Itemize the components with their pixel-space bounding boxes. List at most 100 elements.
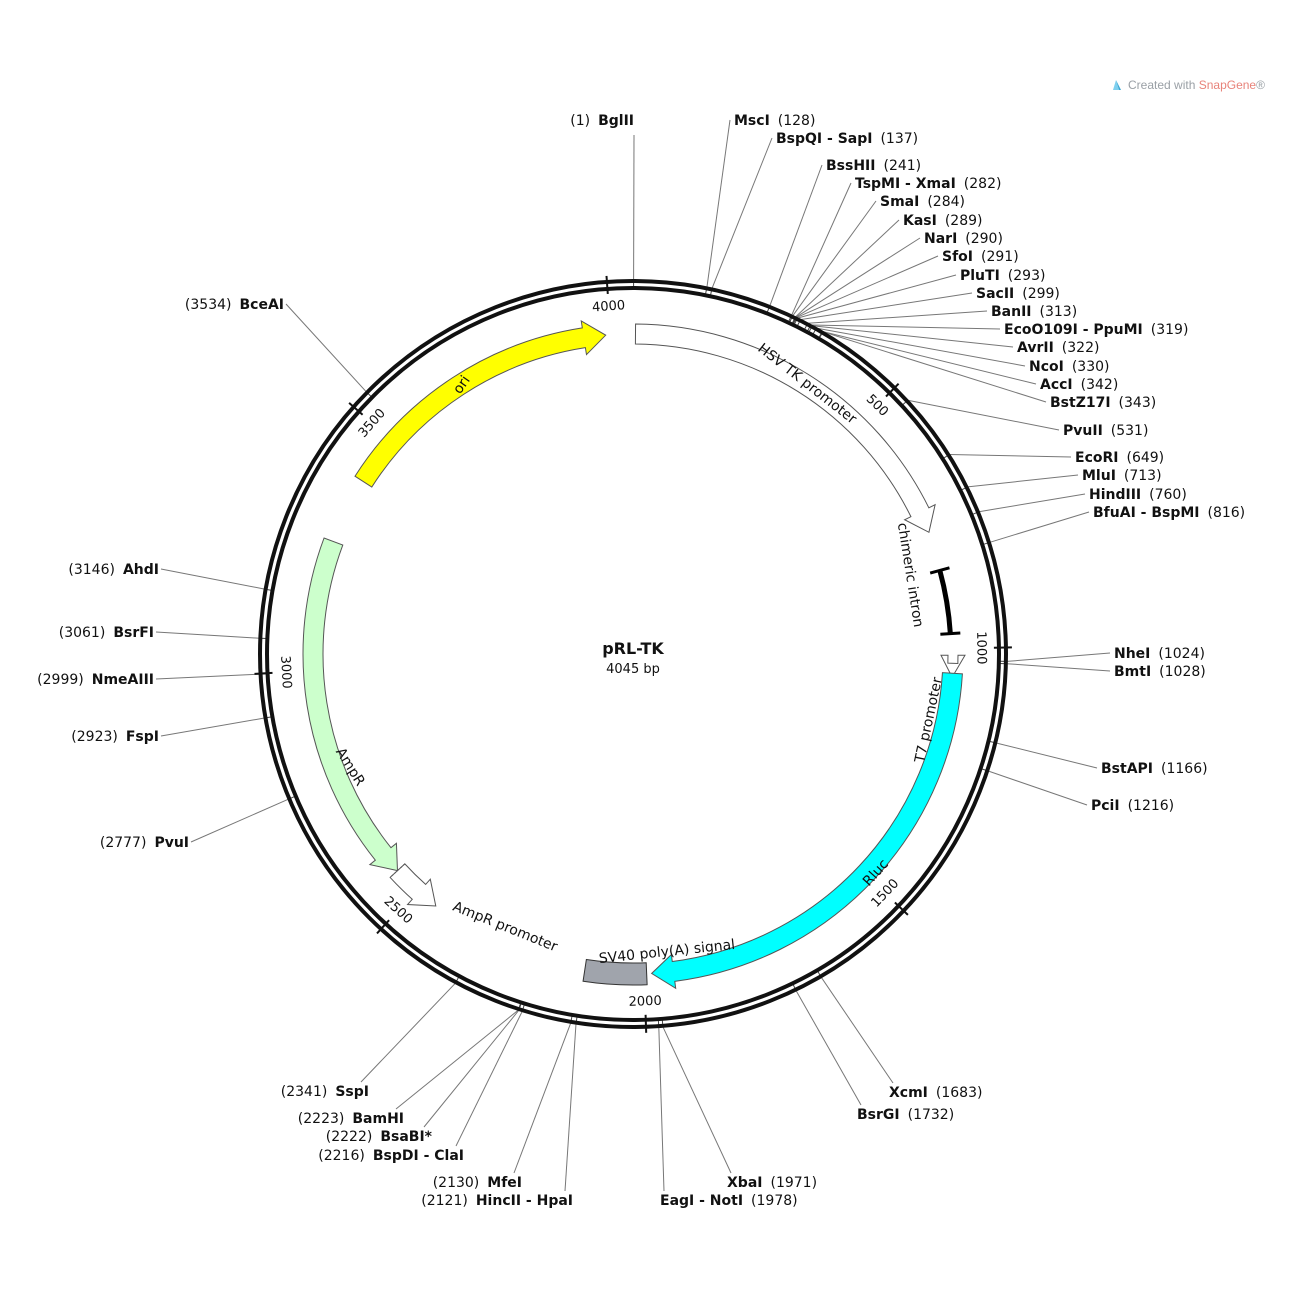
site-label-bstz17i: BstZ17I(343) (1050, 395, 1156, 411)
tick-mark-2500 (376, 919, 390, 935)
site-pvui[interactable]: (2777)PvuI (100, 835, 189, 851)
site-position: (1683) (936, 1085, 983, 1101)
site-fspi[interactable]: (2923)FspI (71, 729, 159, 745)
site-position: (760) (1149, 487, 1187, 503)
site-label-xcmi: XcmI(1683) (889, 1085, 982, 1101)
site-position: (2999) (37, 672, 84, 688)
site-nhei[interactable]: NheI(1024) (1114, 646, 1205, 662)
site-tspmi-xmai[interactable]: TspMI - XmaI(282) (855, 176, 1001, 192)
site-kasi[interactable]: KasI(289) (903, 213, 983, 229)
site-bsrfi[interactable]: (3061)BsrFI (59, 625, 154, 641)
site-smai[interactable]: SmaI(284) (880, 194, 965, 210)
site-position: (330) (1072, 359, 1110, 375)
feature-sv40-polya[interactable] (582, 958, 648, 986)
site-position: (128) (778, 113, 816, 129)
site-bsrgi[interactable]: BsrGI(1732) (857, 1107, 954, 1123)
feature-shape-ampr-promoter (389, 863, 437, 907)
leader-smai (792, 200, 877, 317)
site-hindiii[interactable]: HindIII(760) (1089, 487, 1187, 503)
site-ahdi[interactable]: (3146)AhdI (68, 562, 159, 578)
site-label-bceai: (3534)BceAI (185, 297, 284, 313)
site-pluti[interactable]: PluTI(293) (960, 268, 1045, 284)
site-name: EcoO109I - PpuMI (1004, 322, 1143, 338)
site-bceai[interactable]: (3534)BceAI (185, 297, 284, 313)
site-bsabi[interactable]: (2222)BsaBI* (326, 1129, 433, 1145)
site-position: (1024) (1158, 646, 1205, 662)
site-label-acci: AccI(342) (1040, 377, 1118, 393)
site-avrii[interactable]: AvrII(322) (1017, 340, 1099, 356)
site-label-bamhi: (2223)BamHI (298, 1111, 404, 1127)
site-hincii-hpai[interactable]: (2121)HincII - HpaI (421, 1193, 573, 1209)
site-label-bfuai-bspmi: BfuAI - BspMI(816) (1093, 505, 1245, 521)
leader-acci (822, 331, 1037, 385)
site-pcii[interactable]: PciI(1216) (1091, 798, 1174, 814)
site-bamhi[interactable]: (2223)BamHI (298, 1111, 404, 1127)
site-name: SmaI (880, 194, 919, 210)
snapgene-credit: Created with SnapGene® (1110, 78, 1265, 92)
site-name: EagI - NotI (660, 1193, 743, 1209)
site-label-msci: MscI(128) (734, 113, 815, 129)
site-name: BspQI - SapI (776, 131, 872, 147)
leader-ncoi (816, 327, 1026, 367)
feature-rluc[interactable] (650, 672, 963, 990)
site-mlui[interactable]: MluI(713) (1082, 468, 1162, 484)
site-bstz17i[interactable]: BstZ17I(343) (1050, 395, 1156, 411)
feature-shape-ampr (302, 537, 399, 872)
site-pvuii[interactable]: PvuII(531) (1063, 423, 1148, 439)
site-name: SfoI (942, 249, 973, 265)
leader-bceai (285, 303, 367, 393)
site-bstapi[interactable]: BstAPI(1166) (1101, 761, 1208, 777)
site-label-ahdi: (3146)AhdI (68, 562, 159, 578)
site-label-pcii: PciI(1216) (1091, 798, 1174, 814)
site-position: (241) (883, 158, 921, 174)
tick-label-1000: 1000 (973, 631, 989, 664)
site-bmti[interactable]: BmtI(1028) (1114, 664, 1206, 680)
site-name: BstZ17I (1050, 395, 1111, 411)
feature-chimeric-intron[interactable] (929, 566, 961, 636)
site-bglii[interactable]: (1)BglII (570, 113, 634, 129)
site-ecoo109i-ppumi[interactable]: EcoO109I - PpuMI(319) (1004, 322, 1188, 338)
site-position: (1971) (770, 1175, 817, 1191)
site-sspi[interactable]: (2341)SspI (281, 1084, 369, 1100)
site-eagi-noti[interactable]: EagI - NotI(1978) (660, 1193, 798, 1209)
feature-t7-promoter[interactable] (940, 654, 966, 679)
site-name: BspDI - ClaI (373, 1148, 464, 1164)
site-ncoi[interactable]: NcoI(330) (1029, 359, 1110, 375)
site-name: KasI (903, 213, 937, 229)
site-acci[interactable]: AccI(342) (1040, 377, 1118, 393)
feature-label-ampr-promoter: AmpR promoter (450, 899, 559, 956)
plasmid-backbone (258, 279, 1008, 1029)
site-bfuai-bspmi[interactable]: BfuAI - BspMI(816) (1093, 505, 1245, 521)
leader-eagi-noti (658, 1027, 665, 1192)
feature-hsv-tk-promoter[interactable] (634, 323, 936, 533)
leader-tspmi-xmai (791, 182, 852, 316)
site-label-kasi: KasI(289) (903, 213, 983, 229)
site-name: BmtI (1114, 664, 1151, 680)
feature-ori[interactable] (354, 320, 607, 488)
leader-hincii-hpai (564, 1023, 577, 1192)
site-xbai[interactable]: XbaI(1971) (727, 1175, 817, 1191)
leader-mlui (967, 474, 1079, 488)
site-bsshii[interactable]: BssHII(241) (826, 158, 921, 174)
site-bspdi-clai[interactable]: (2216)BspDI - ClaI (318, 1148, 464, 1164)
leader-bsshii (769, 164, 823, 307)
site-nari[interactable]: NarI(290) (924, 231, 1003, 247)
site-msci[interactable]: MscI(128) (734, 113, 815, 129)
site-name: BglII (598, 113, 634, 129)
site-xcmi[interactable]: XcmI(1683) (889, 1085, 982, 1101)
site-position: (342) (1081, 377, 1119, 393)
site-position: (322) (1062, 340, 1100, 356)
site-ecori[interactable]: EcoRI(649) (1075, 450, 1164, 466)
leader-ecori (949, 454, 1072, 458)
feature-ampr[interactable] (302, 537, 406, 878)
site-label-eagi-noti: EagI - NotI(1978) (660, 1193, 798, 1209)
feature-ampr-promoter[interactable] (389, 863, 437, 907)
site-sfoi[interactable]: SfoI(291) (942, 249, 1019, 265)
site-bspqi-sapi[interactable]: BspQI - SapI(137) (776, 131, 918, 147)
site-position: (3061) (59, 625, 106, 641)
site-nmeaiii[interactable]: (2999)NmeAIII (37, 672, 154, 688)
site-banii[interactable]: BanII(313) (991, 304, 1077, 320)
site-label-sacii: SacII(299) (976, 286, 1060, 302)
site-sacii[interactable]: SacII(299) (976, 286, 1060, 302)
site-mfei[interactable]: (2130)MfeI (433, 1175, 522, 1191)
